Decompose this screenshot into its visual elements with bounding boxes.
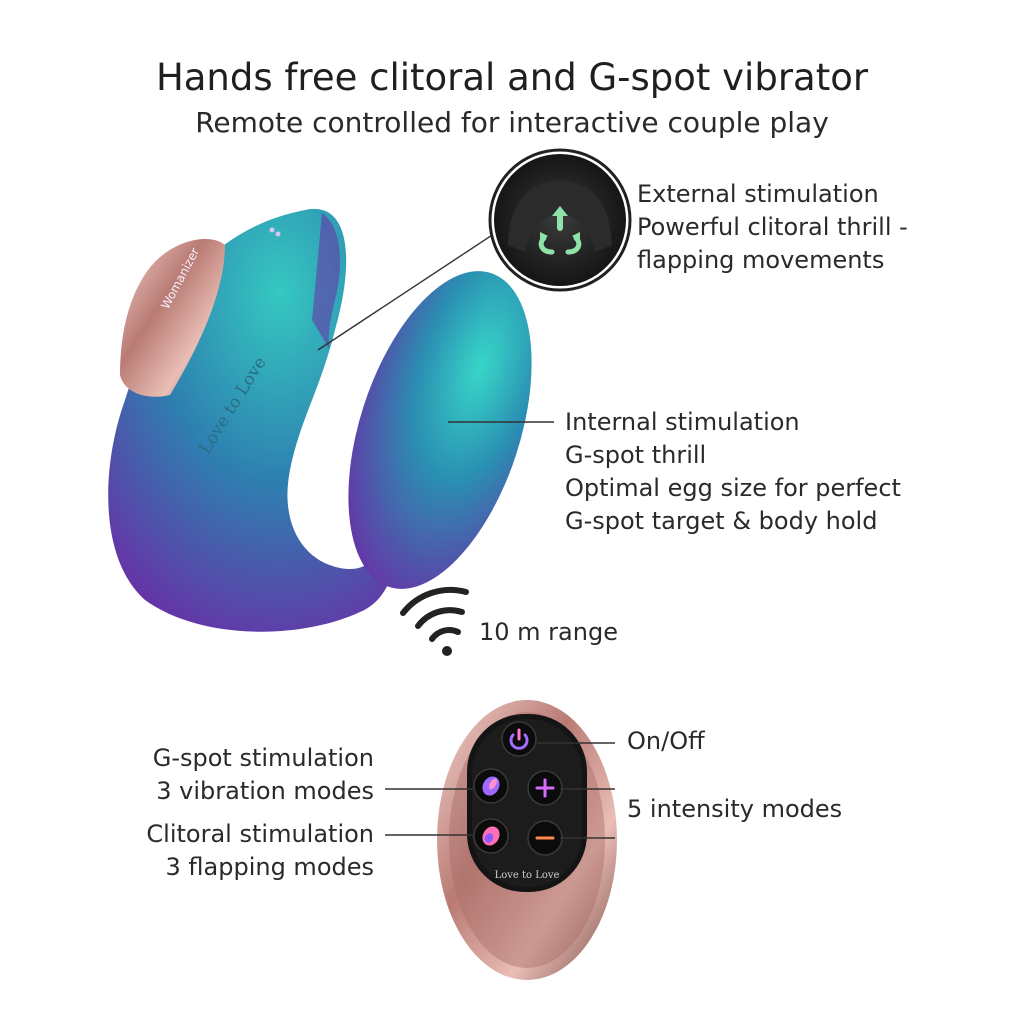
external-line-1: External stimulation (637, 180, 879, 208)
on-off-label: On/Off (627, 727, 705, 755)
remote-control: Love to Love (385, 700, 617, 980)
remote-brand: Love to Love (495, 870, 560, 881)
external-line-2: Powerful clitoral thrill - (637, 213, 908, 241)
range-label: 10 m range (479, 618, 618, 646)
gspot-line-2: 3 vibration modes (156, 777, 374, 805)
gspot-callout: G-spot stimulation 3 vibration modes (153, 742, 374, 808)
gspot-line-1: G-spot stimulation (152, 744, 374, 772)
internal-line-3: Optimal egg size for perfect (565, 474, 901, 502)
intensity-down-button[interactable] (527, 820, 563, 856)
internal-callout: Internal stimulation G-spot thrill Optim… (565, 406, 901, 538)
page-title: Hands free clitoral and G-spot vibrator (155, 56, 869, 99)
internal-line-2: G-spot thrill (565, 441, 707, 469)
intensity-label: 5 intensity modes (627, 795, 843, 823)
clitoral-callout: Clitoral stimulation 3 flapping modes (146, 818, 374, 884)
plus-icon (535, 778, 555, 798)
wifi-range-icon (400, 586, 469, 656)
clitoral-line-1: Clitoral stimulation (146, 820, 374, 848)
power-icon (509, 728, 529, 750)
clitoral-line-2: 3 flapping modes (165, 853, 375, 881)
page-subtitle: Remote controlled for interactive couple… (195, 106, 829, 139)
vibrator-device: Womanizer Love to Love (108, 208, 532, 632)
external-line-3: flapping movements (637, 246, 885, 274)
external-callout: External stimulation Powerful clitoral t… (637, 178, 908, 277)
internal-line-1: Internal stimulation (565, 408, 800, 436)
power-button[interactable] (501, 721, 537, 757)
clitoral-mode-button[interactable] (473, 818, 509, 854)
external-zoom-bubble (317, 148, 632, 351)
internal-line-4: G-spot target & body hold (565, 507, 878, 535)
flap-arrows-icon (538, 206, 582, 255)
gspot-mode-button[interactable] (473, 768, 509, 804)
rose-gold-panel (120, 238, 225, 397)
intensity-up-button[interactable] (527, 770, 563, 806)
